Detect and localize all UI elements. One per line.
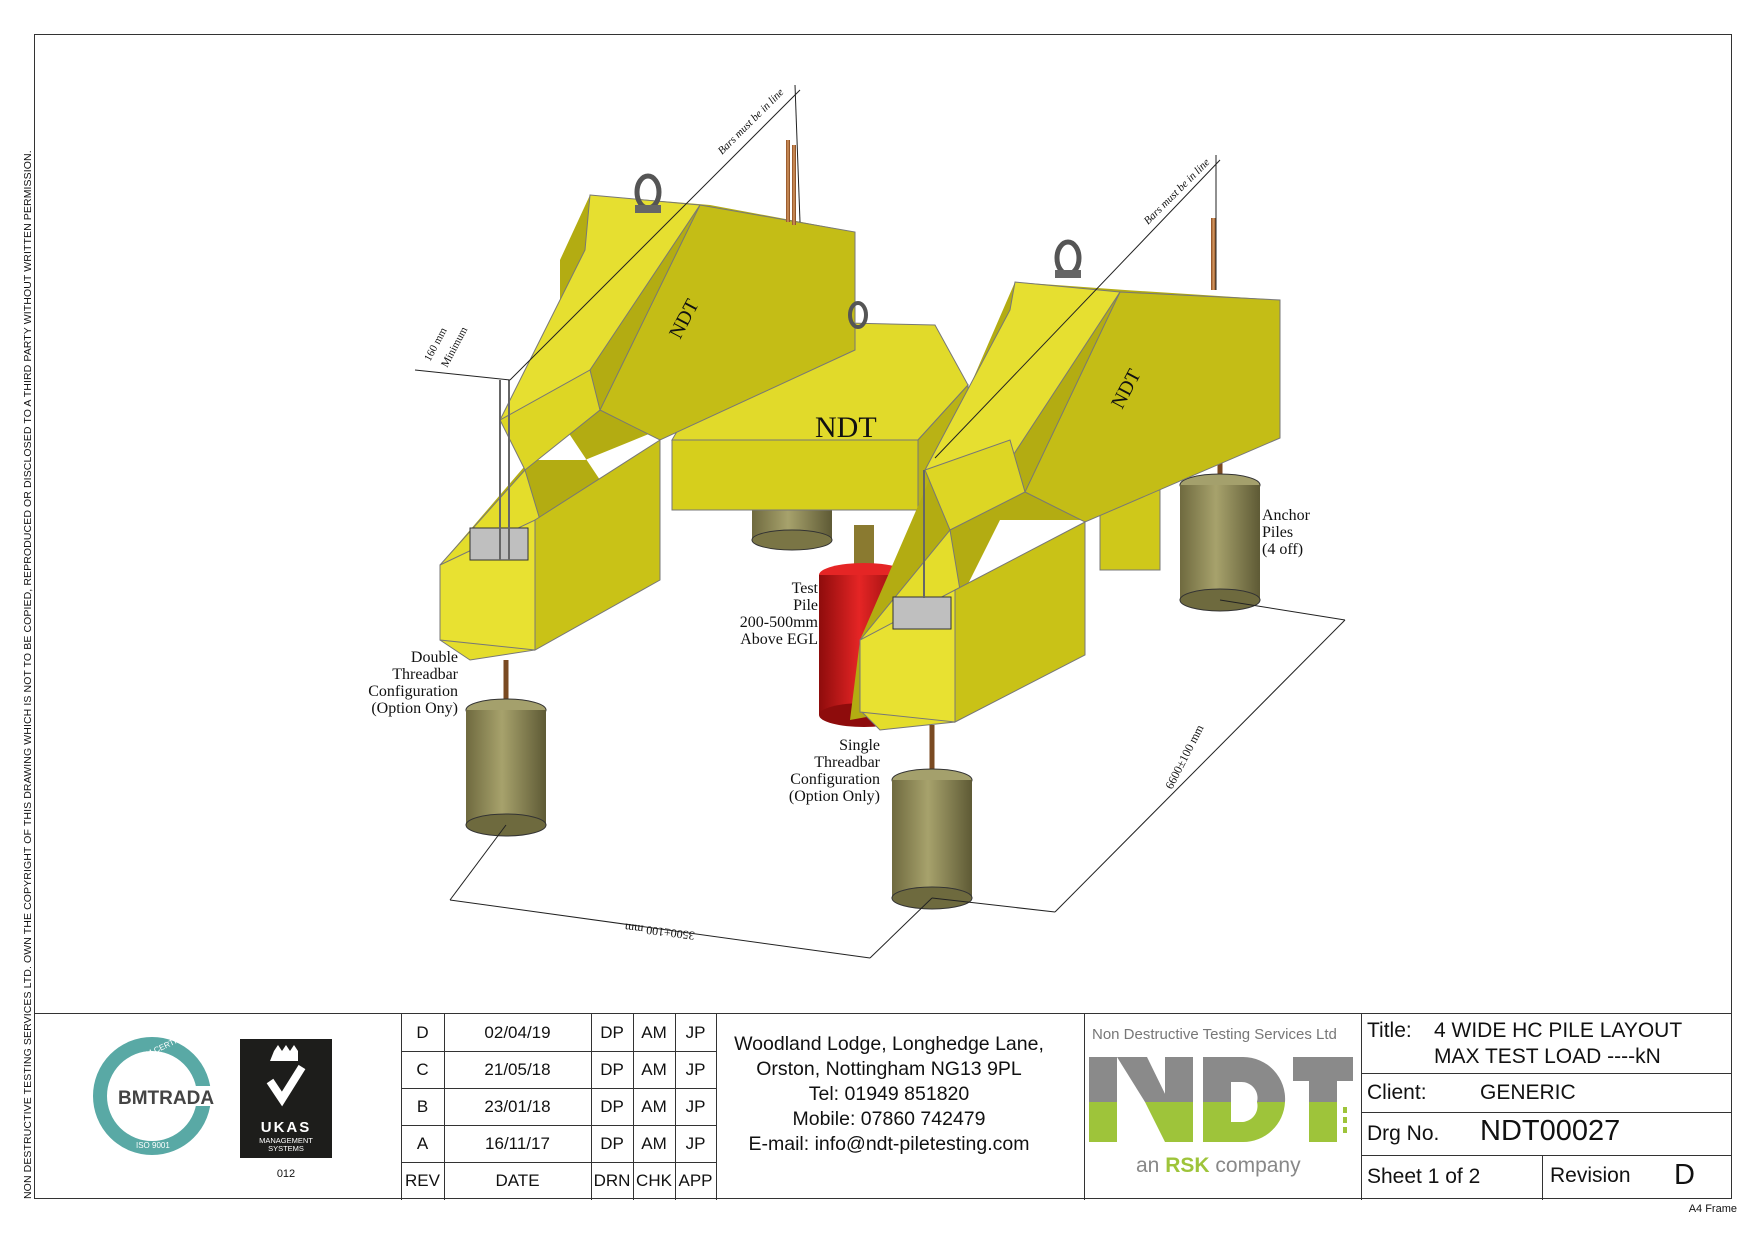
- date-header: DATE: [495, 1171, 540, 1190]
- svg-text:Test: Test: [792, 580, 819, 597]
- svg-text:Single: Single: [839, 737, 880, 754]
- shackle-left: [634, 173, 662, 213]
- anchor-piles-label: Anchor Piles (4 off): [1262, 507, 1311, 558]
- address-line-1: Woodland Lodge, Longhedge Lane,: [734, 1033, 1044, 1055]
- bars-note-right: Bars must be in line: [1142, 156, 1213, 227]
- company-name: Non Destructive Testing Services Ltd: [1092, 1026, 1337, 1043]
- app-header: APP: [678, 1171, 713, 1190]
- address-mobile: Mobile: 07860 742479: [792, 1108, 986, 1130]
- threadbar-right-top: [1211, 218, 1216, 290]
- address-tel: Tel: 01949 851820: [808, 1083, 970, 1105]
- ukas-name: UKAS: [260, 1119, 312, 1136]
- drawing-frame: [34, 34, 1732, 1199]
- bm-trada-iso: ISO 9001: [136, 1141, 170, 1150]
- rev-header: REV: [405, 1171, 440, 1190]
- drawing-number: NDT00027: [1480, 1115, 1621, 1147]
- svg-text:Piles: Piles: [1262, 524, 1293, 541]
- revision-label: Revision: [1550, 1164, 1631, 1187]
- title-label: Title:: [1367, 1019, 1412, 1042]
- chk-header: CHK: [636, 1171, 672, 1190]
- date-cell: 23/01/18: [484, 1096, 551, 1116]
- bm-trada-logo: [93, 1037, 212, 1155]
- svg-text:Threadbar: Threadbar: [392, 666, 458, 683]
- app-cell: JP: [685, 1059, 706, 1079]
- drawing-number-label: Drg No.: [1367, 1122, 1440, 1145]
- svg-text:Double: Double: [411, 649, 458, 666]
- bars-note-left: Bars must be in line: [716, 86, 787, 157]
- svg-text:Above EGL: Above EGL: [740, 631, 818, 648]
- threadbar-left-top: [786, 140, 790, 222]
- ndt-logo: [1089, 1056, 1353, 1142]
- chk-cell: AM: [641, 1096, 667, 1116]
- title-block: BMTRADA SYSTEM CERTIFICATION ISO 9001 UK…: [34, 1013, 1732, 1200]
- address-line-2: Orston, Nottingham NG13 9PL: [756, 1058, 1022, 1080]
- rev-cell: B: [416, 1096, 429, 1116]
- company-address: Woodland Lodge, Longhedge Lane, Orston, …: [719, 1032, 1059, 1157]
- client-value: GENERIC: [1480, 1081, 1576, 1104]
- svg-text:Anchor: Anchor: [1262, 507, 1311, 524]
- construction-lines: [414, 84, 1346, 959]
- svg-text:Configuration: Configuration: [790, 771, 880, 788]
- anchor-pile-back-right: [1179, 430, 1261, 612]
- title-line-2: MAX TEST LOAD ----kN: [1434, 1045, 1661, 1068]
- beam-label-main: NDT: [815, 411, 877, 444]
- drn-cell: DP: [600, 1096, 624, 1116]
- drn-cell: DP: [600, 1133, 624, 1153]
- chk-cell: AM: [641, 1059, 667, 1079]
- app-cell: JP: [685, 1133, 706, 1153]
- drn-header: DRN: [593, 1171, 631, 1190]
- svg-text:Threadbar: Threadbar: [814, 754, 880, 771]
- rev-cell: C: [416, 1059, 429, 1079]
- single-threadbar-label: Single Threadbar Configuration (Option O…: [789, 737, 881, 805]
- svg-text:(4 off): (4 off): [1262, 541, 1303, 558]
- svg-text:Configuration: Configuration: [368, 683, 458, 700]
- crown-tick-icon: [266, 1045, 306, 1107]
- address-email: E-mail: info@ndt-piletesting.com: [748, 1133, 1030, 1155]
- svg-text:(Option Only): (Option Only): [789, 788, 880, 805]
- bm-trada-name: BMTRADA: [118, 1088, 215, 1109]
- shackle-centre: [848, 301, 868, 329]
- date-cell: 02/04/19: [484, 1022, 551, 1042]
- rev-cell: A: [416, 1133, 429, 1153]
- svg-text:(Option Ony): (Option Ony): [371, 700, 458, 717]
- rsk-tagline: an RSK company: [1136, 1154, 1301, 1177]
- double-threadbar-label: Double Threadbar Configuration (Option O…: [368, 649, 458, 717]
- app-cell: JP: [685, 1096, 706, 1116]
- shackle-right: [1054, 239, 1082, 278]
- chk-cell: AM: [641, 1133, 667, 1153]
- chk-cell: AM: [641, 1022, 667, 1042]
- right-beam: [850, 281, 1281, 731]
- svg-text:Pile: Pile: [793, 597, 818, 614]
- app-cell: JP: [685, 1022, 706, 1042]
- ukas-number: 012: [276, 1168, 296, 1180]
- title-line-1: 4 WIDE HC PILE LAYOUT: [1434, 1019, 1683, 1042]
- anchor-pile-front-left: [465, 660, 547, 837]
- drn-cell: DP: [600, 1059, 624, 1079]
- date-cell: 16/11/17: [485, 1133, 550, 1153]
- anchor-pile-front-right: [891, 725, 973, 910]
- rev-cell: D: [416, 1022, 429, 1042]
- revision-value: D: [1674, 1159, 1695, 1191]
- sheet-number: Sheet 1 of 2: [1367, 1165, 1481, 1188]
- left-beam: [439, 194, 856, 661]
- frame-label: A4 Frame: [1688, 1203, 1737, 1215]
- drn-cell: DP: [600, 1022, 624, 1042]
- svg-text:200-500mm: 200-500mm: [740, 614, 819, 631]
- date-cell: 21/05/18: [484, 1059, 551, 1079]
- client-label: Client:: [1367, 1081, 1427, 1104]
- test-pile-label: Test Pile 200-500mm Above EGL: [740, 580, 819, 648]
- threadbar-left-top-2: [792, 145, 796, 225]
- dimension-width: 3500±100 mm: [623, 920, 695, 943]
